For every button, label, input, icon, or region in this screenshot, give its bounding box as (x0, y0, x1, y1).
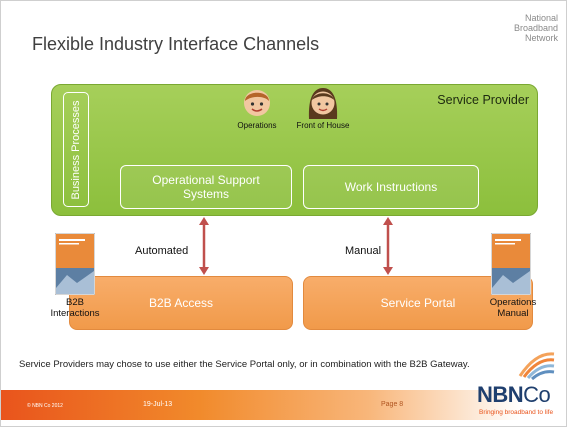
service-portal-label: Service Portal (380, 296, 456, 310)
b2b-document-icon (55, 233, 95, 295)
footer-strip (1, 390, 566, 420)
slide-title: Flexible Industry Interface Channels (32, 34, 320, 54)
logo-co: Co (523, 382, 551, 407)
service-provider-label: Service Provider (437, 93, 529, 107)
nbn-logo-mark-icon (518, 352, 555, 380)
man-avatar-icon (244, 90, 270, 116)
business-processes-box: Business Processes (63, 92, 89, 207)
business-processes-label: Business Processes (70, 99, 82, 200)
slide-footer: © NBN Co 2012 19-Jul-13 Page 8 (1, 390, 566, 426)
work-instructions-box: Work Instructions (303, 165, 479, 209)
operations-label: Operations (237, 121, 277, 130)
operations-manual-icon (491, 233, 531, 295)
work-instructions-label: Work Instructions (344, 180, 438, 194)
woman-avatar-icon (308, 88, 338, 119)
front-of-house-label: Front of House (296, 121, 350, 130)
operations-persona: Operations (222, 85, 292, 130)
footer-date: 19-Jul-13 (143, 401, 173, 408)
corner-line: Network (524, 33, 558, 43)
manual-label: Manual (345, 245, 382, 257)
b2b-access-label: B2B Access (148, 296, 214, 310)
corner-line: National (524, 13, 558, 23)
operations-manual-caption: Operations Manual (489, 297, 537, 319)
nbn-logo: NBNCo (477, 382, 551, 407)
logo-nbn: NBN (477, 382, 524, 407)
b2b-interactions-caption: B2B Interactions (50, 297, 100, 319)
footnote: Service Providers may chose to use eithe… (19, 359, 470, 370)
logo-tagline: Bringing broadband to life (479, 409, 554, 416)
manual-arrow-icon (383, 217, 393, 275)
page-number: Page 8 (381, 401, 404, 408)
automated-label: Automated (135, 245, 189, 257)
corner-line: Broadband (513, 23, 558, 33)
front-of-house-persona: Front of House (288, 85, 358, 130)
copyright: © NBN Co 2012 (27, 403, 63, 409)
oss-label: Operational Support Systems (152, 173, 260, 201)
oss-box: Operational Support Systems (120, 165, 292, 209)
automated-arrow-icon (199, 217, 209, 275)
service-provider-box: Service Provider Business Processes Oper… (51, 84, 538, 216)
b2b-access-box: B2B Access (69, 276, 293, 330)
nbn-corner-label: National Broadband Network (514, 13, 558, 43)
